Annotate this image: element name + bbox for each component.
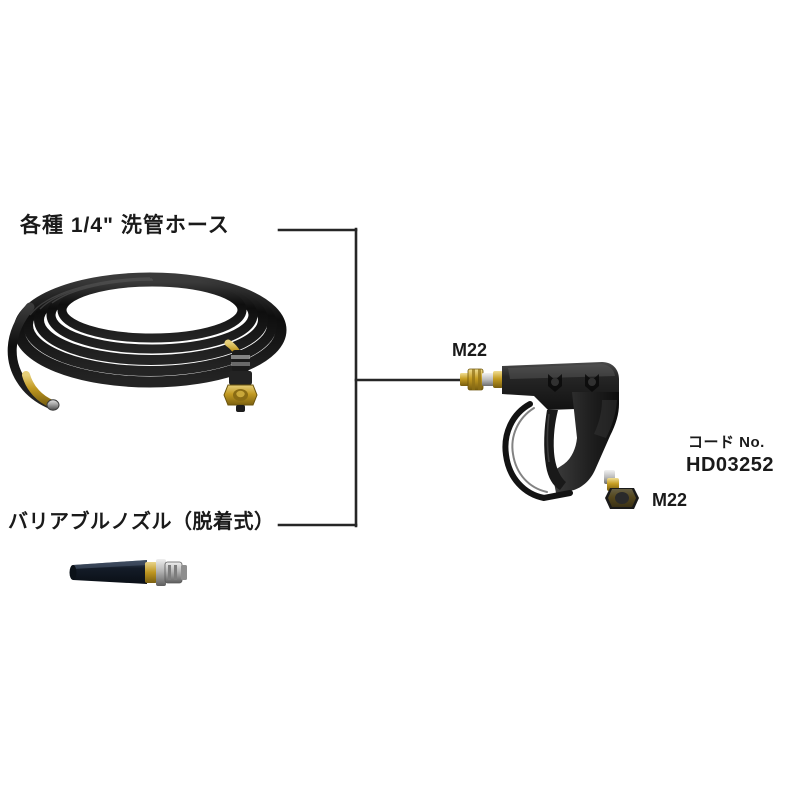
gun-inlet-fitting [604,470,639,509]
product-code-value: HD03252 [686,454,775,476]
hose-coupling [223,339,258,412]
spray-gun-illustration [460,362,639,509]
m22-thread-label-bottom: M22 [652,490,688,510]
hose-label: 各種 1/4" 洗管ホース [20,214,230,237]
m22-thread-label-top: M22 [452,340,488,360]
product-code-caption: コード No. [688,434,765,451]
washer-hose-illustration [7,272,287,412]
gun-outlet-fitting [460,368,503,391]
nozzle-label: バリアブルノズル（脱着式） [8,511,275,533]
variable-nozzle-illustration [69,559,187,586]
